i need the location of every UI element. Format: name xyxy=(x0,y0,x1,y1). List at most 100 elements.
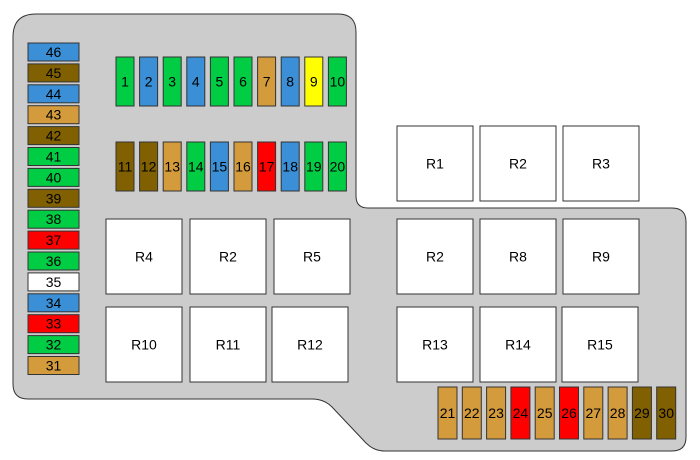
relay-label: R3 xyxy=(592,156,610,172)
fuse: 6 xyxy=(233,56,253,107)
fuse-label: 10 xyxy=(330,74,346,90)
fuse-body xyxy=(27,126,80,146)
fuse-body xyxy=(27,147,80,166)
fuse: 35 xyxy=(27,272,80,292)
fuse-body xyxy=(115,141,135,192)
fuse-body xyxy=(304,141,324,192)
fuse-body xyxy=(327,141,347,192)
relay-label: R1 xyxy=(426,156,444,172)
fuse-label: 37 xyxy=(46,232,62,248)
relay: R9 xyxy=(562,218,640,295)
fuse-label: 44 xyxy=(46,86,62,102)
relay-label: R8 xyxy=(509,249,527,265)
fuse-label: 45 xyxy=(46,65,62,81)
fuse-body xyxy=(583,386,604,440)
fuse-body xyxy=(327,56,347,107)
fuse-label: 3 xyxy=(168,74,176,90)
fuse-label: 6 xyxy=(239,74,247,90)
fuse-label: 4 xyxy=(192,74,200,90)
fuse: 2 xyxy=(139,56,159,107)
fuse-label: 8 xyxy=(286,74,294,90)
fuse: 20 xyxy=(327,141,347,192)
fuse-body xyxy=(27,272,80,292)
relay-box xyxy=(479,218,557,295)
relay-box xyxy=(105,218,183,295)
fuse-label: 43 xyxy=(46,107,62,123)
fuse: 26 xyxy=(559,386,579,440)
fuse-label: 14 xyxy=(188,159,204,175)
fuse-label: 31 xyxy=(46,358,62,374)
fuse: 13 xyxy=(162,141,182,192)
relay-label: R12 xyxy=(297,337,323,353)
fuse-label: 41 xyxy=(46,149,62,165)
relay-box xyxy=(105,306,183,383)
fuse-label: 17 xyxy=(259,159,275,175)
fuse-body xyxy=(139,56,159,107)
fuse: 37 xyxy=(27,230,80,250)
relay: R2 xyxy=(189,218,267,295)
fuse-body xyxy=(186,141,206,192)
fuse-label: 1 xyxy=(121,74,129,90)
relay: R13 xyxy=(396,306,474,383)
fuse-label: 30 xyxy=(658,405,674,421)
fuse: 27 xyxy=(583,386,604,440)
fuse: 1 xyxy=(115,56,135,107)
fuse: 8 xyxy=(280,56,300,107)
fuse: 18 xyxy=(280,141,300,192)
relay-label: R14 xyxy=(505,337,531,353)
fuse-label: 2 xyxy=(145,74,153,90)
relay-box xyxy=(562,125,640,202)
fuse: 36 xyxy=(27,251,80,271)
relay: R15 xyxy=(561,306,639,383)
relay: R2 xyxy=(396,218,474,295)
fuse-body xyxy=(656,386,677,440)
fuse: 19 xyxy=(304,141,324,192)
fuse: 40 xyxy=(27,167,80,187)
fuse: 25 xyxy=(534,386,555,440)
fuse-label: 39 xyxy=(46,190,62,206)
relay: R1 xyxy=(396,125,474,202)
relay-label: R2 xyxy=(426,249,444,265)
fuse-body xyxy=(27,188,80,208)
fuse-body xyxy=(27,63,80,83)
fuse-body xyxy=(437,386,458,440)
fuse-body xyxy=(631,386,652,440)
relay: R11 xyxy=(189,306,267,383)
fuse: 4 xyxy=(186,56,206,107)
fuse: 12 xyxy=(139,141,159,192)
fuse: 31 xyxy=(27,356,80,375)
fuse-body xyxy=(139,141,159,192)
relay-box xyxy=(189,218,267,295)
fuse-body xyxy=(461,386,482,440)
fuse: 9 xyxy=(304,56,324,107)
relay: R14 xyxy=(479,306,557,383)
relay: R4 xyxy=(105,218,183,295)
fuse-label: 15 xyxy=(212,159,228,175)
relay-label: R11 xyxy=(216,337,241,353)
fuse-body xyxy=(233,56,253,107)
fuse-body xyxy=(27,293,80,313)
relay-label: R13 xyxy=(422,337,448,353)
fuse-body xyxy=(27,314,80,334)
fuse: 28 xyxy=(607,386,628,440)
relay: R2 xyxy=(479,125,557,202)
fuse-body xyxy=(186,56,206,107)
fuse-label: 12 xyxy=(141,159,157,175)
fuse-label: 25 xyxy=(537,405,553,421)
fuse-label: 23 xyxy=(488,405,504,421)
fuse-body xyxy=(27,209,80,229)
fuse-label: 29 xyxy=(634,405,650,421)
fuse-body xyxy=(607,386,628,440)
fuse-label: 34 xyxy=(46,295,62,311)
fuse: 39 xyxy=(27,188,80,208)
fuse-body xyxy=(304,56,324,107)
fuse: 46 xyxy=(27,42,80,62)
fuse: 43 xyxy=(27,105,80,125)
fuse-body xyxy=(280,56,300,107)
relay-box xyxy=(273,218,351,295)
fuse: 23 xyxy=(486,386,507,440)
fuse: 44 xyxy=(27,84,80,104)
fuse-body xyxy=(27,167,80,187)
fuse-body xyxy=(510,386,531,440)
